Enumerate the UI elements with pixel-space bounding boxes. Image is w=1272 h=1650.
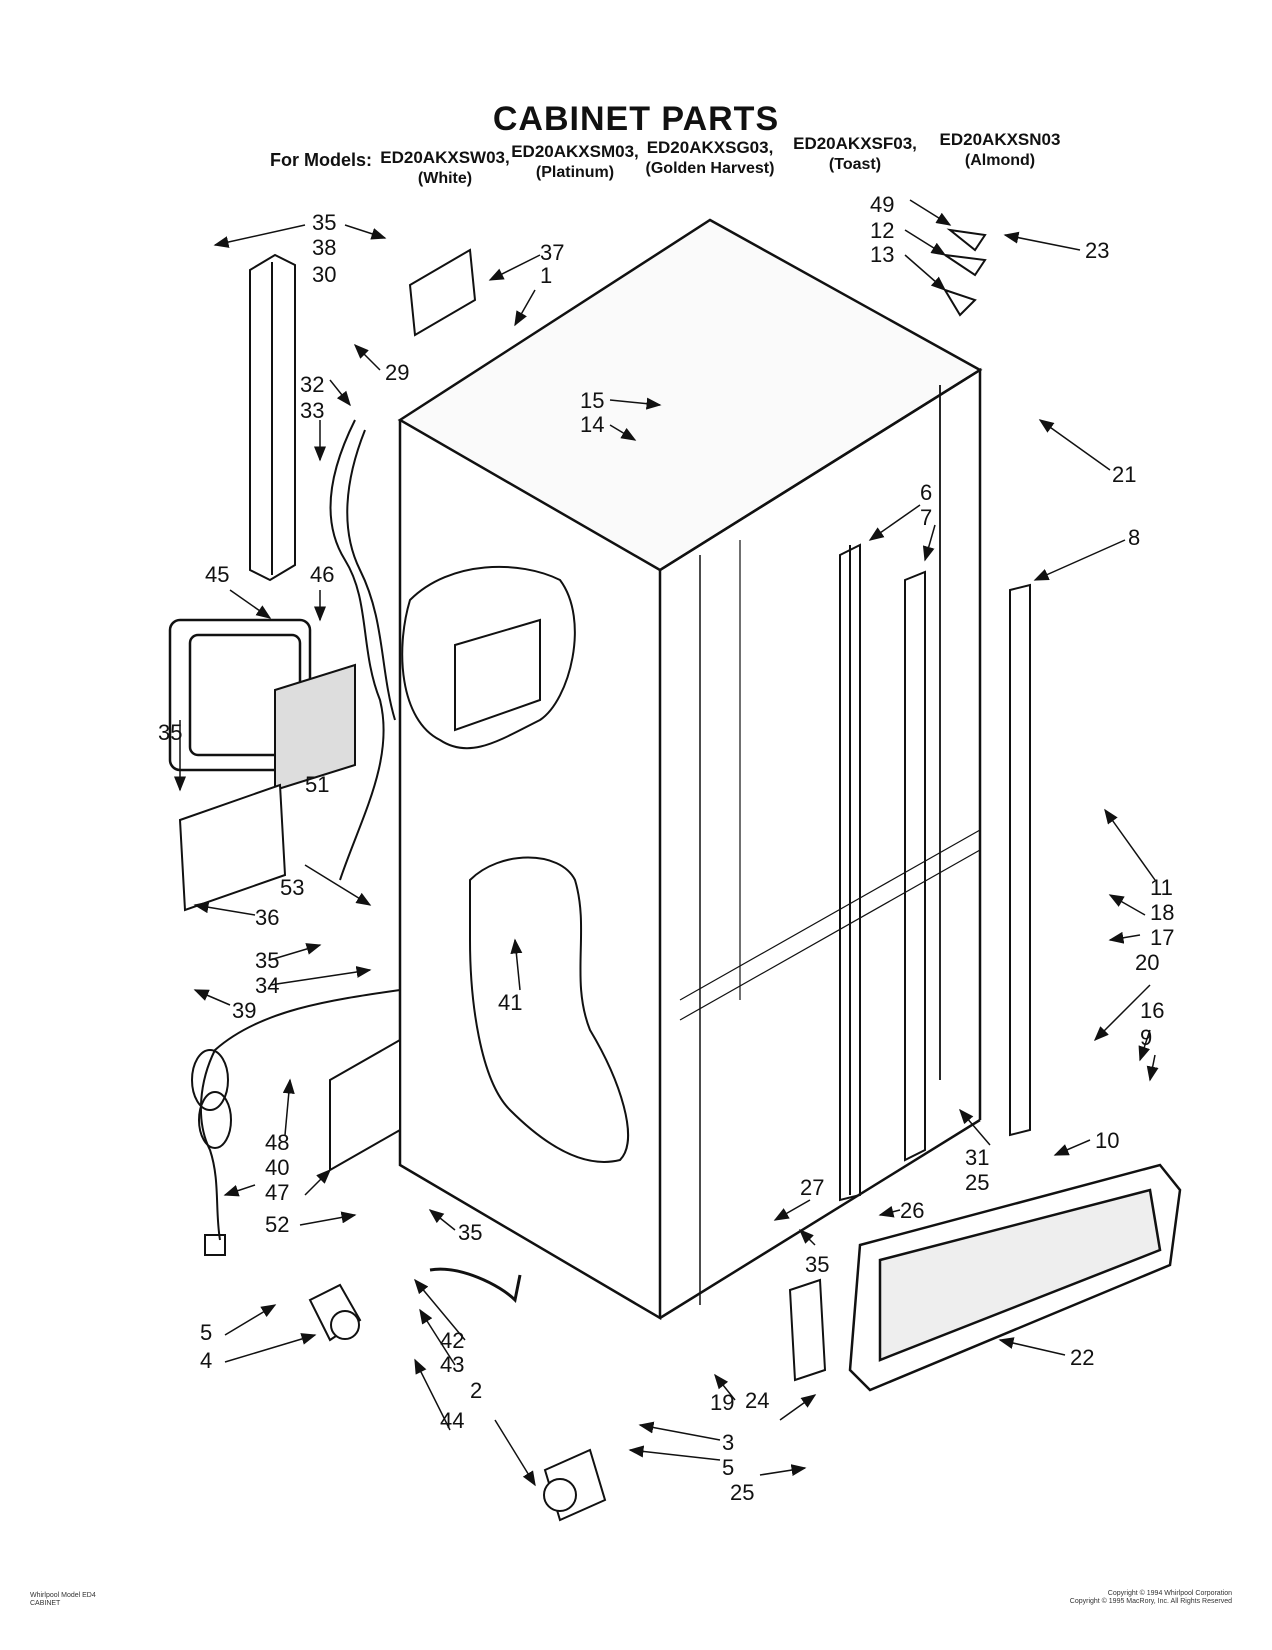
callout-label: 38 [312, 235, 336, 260]
rear-roller [543, 1448, 607, 1522]
model-golden-harvest: ED20AKXSG03, (Golden Harvest) [640, 138, 780, 178]
callout-label: 29 [385, 360, 409, 385]
toe-grille [848, 1163, 1182, 1392]
leader-lines [174, 199, 1159, 1487]
callout-label: 7 [920, 505, 932, 530]
center-rails [839, 543, 1031, 1202]
callout-label: 8 [1128, 525, 1140, 550]
callout-label: 34 [255, 973, 279, 998]
copyright-line: Copyright © 1995 MacRory, Inc. All Right… [1069, 1598, 1232, 1605]
callout-label: 35 [255, 948, 279, 973]
callout-label: 25 [965, 1170, 989, 1195]
callout-label: 51 [305, 772, 329, 797]
access-cover [329, 1038, 401, 1172]
callout-label: 37 [540, 240, 564, 265]
callout-label: 45 [205, 562, 229, 587]
callout-label: 49 [870, 192, 894, 217]
copyright-line: Copyright © 1994 Whirlpool Corporation [1107, 1590, 1232, 1597]
callout-label: 9 [1140, 1025, 1152, 1050]
callout-labels: 35 38 30 37 1 29 32 33 49 12 13 23 15 14… [158, 192, 1174, 1505]
callout-label: 5 [200, 1320, 212, 1345]
drain-tube [429, 1267, 522, 1304]
callout-label: 47 [265, 1180, 289, 1205]
model-color: (Almond) [964, 152, 1036, 169]
callout-label: 31 [965, 1145, 989, 1170]
callout-label: 46 [310, 562, 334, 587]
callout-label: 24 [745, 1388, 769, 1413]
cabinet-cutouts [401, 565, 629, 1163]
model-number: ED20AKXSW03, [380, 148, 510, 167]
callout-label: 3 [722, 1430, 734, 1455]
page-title: CABINET PARTS [492, 100, 780, 138]
bracket [408, 248, 477, 337]
model-platinum: ED20AKXSM03, (Platinum) [505, 142, 645, 182]
callout-label: 39 [232, 998, 256, 1023]
callout-label: 40 [265, 1155, 289, 1180]
callout-label: 12 [870, 218, 894, 243]
hinge-bracket [788, 1278, 827, 1382]
callout-label: 27 [800, 1175, 824, 1200]
callout-label: 41 [498, 990, 522, 1015]
callout-label: 35 [158, 720, 182, 745]
callout-label: 35 [805, 1252, 829, 1277]
callout-label: 6 [920, 480, 932, 505]
model-white: ED20AKXSW03, (White) [375, 148, 515, 188]
callout-label: 35 [312, 210, 336, 235]
callout-label: 22 [1070, 1345, 1094, 1370]
callout-label: 10 [1095, 1128, 1119, 1153]
model-number: ED20AKXSM03, [511, 142, 639, 161]
left-rail [249, 253, 296, 582]
callout-label: 18 [1150, 900, 1174, 925]
model-color: (White) [417, 170, 473, 187]
callout-label: 14 [580, 412, 604, 437]
model-color: (Platinum) [535, 164, 615, 181]
footer-model: Whirlpool Model ED4 [30, 1592, 96, 1599]
footer-copyright: Copyright © 1994 Whirlpool Corporation C… [1070, 1590, 1232, 1606]
model-number: ED20AKXSG03, [646, 138, 774, 157]
panel [178, 783, 287, 912]
callout-label: 17 [1150, 925, 1174, 950]
callout-label: 48 [265, 1130, 289, 1155]
callout-label: 21 [1112, 462, 1136, 487]
cabinet-body [397, 218, 983, 1321]
callout-label: 35 [458, 1220, 482, 1245]
front-caster [308, 1283, 362, 1342]
model-almond: ED20AKXSN03 (Almond) [930, 130, 1070, 170]
footer-section: CABINET [30, 1600, 61, 1607]
wire-harness [200, 419, 401, 1241]
callout-label: 25 [730, 1480, 754, 1505]
callout-label: 53 [280, 875, 304, 900]
model-number: ED20AKXSN03 [939, 130, 1061, 149]
callout-label: 2 [470, 1378, 482, 1403]
callout-label: 1 [540, 263, 552, 288]
callout-label: 5 [722, 1455, 734, 1480]
footer-left: Whirlpool Model ED4 CABINET [30, 1592, 96, 1608]
callout-label: 4 [200, 1348, 212, 1373]
callout-label: 11 [1150, 875, 1173, 900]
models-label: For Models: [270, 150, 372, 170]
callout-label: 36 [255, 905, 279, 930]
callout-label: 20 [1135, 950, 1159, 975]
callout-label: 32 [300, 372, 324, 397]
callout-label: 15 [580, 388, 604, 413]
callout-label: 52 [265, 1212, 289, 1237]
callout-label: 26 [900, 1198, 924, 1223]
model-number: ED20AKXSF03, [793, 134, 917, 153]
insulation-pad [274, 663, 356, 792]
top-hinge [942, 228, 987, 317]
model-toast: ED20AKXSF03, (Toast) [785, 134, 925, 174]
power-cord [191, 1049, 232, 1256]
callout-label: 43 [440, 1352, 464, 1377]
callout-label: 44 [440, 1408, 464, 1433]
callout-label: 19 [710, 1390, 734, 1415]
callout-label: 23 [1085, 238, 1109, 263]
callout-label: 33 [300, 398, 324, 423]
callout-label: 30 [312, 262, 336, 287]
callout-label: 16 [1140, 998, 1164, 1023]
callout-label: 13 [870, 242, 894, 267]
model-color: (Toast) [828, 156, 882, 173]
model-color: (Golden Harvest) [645, 160, 775, 177]
callout-label: 42 [440, 1328, 464, 1353]
